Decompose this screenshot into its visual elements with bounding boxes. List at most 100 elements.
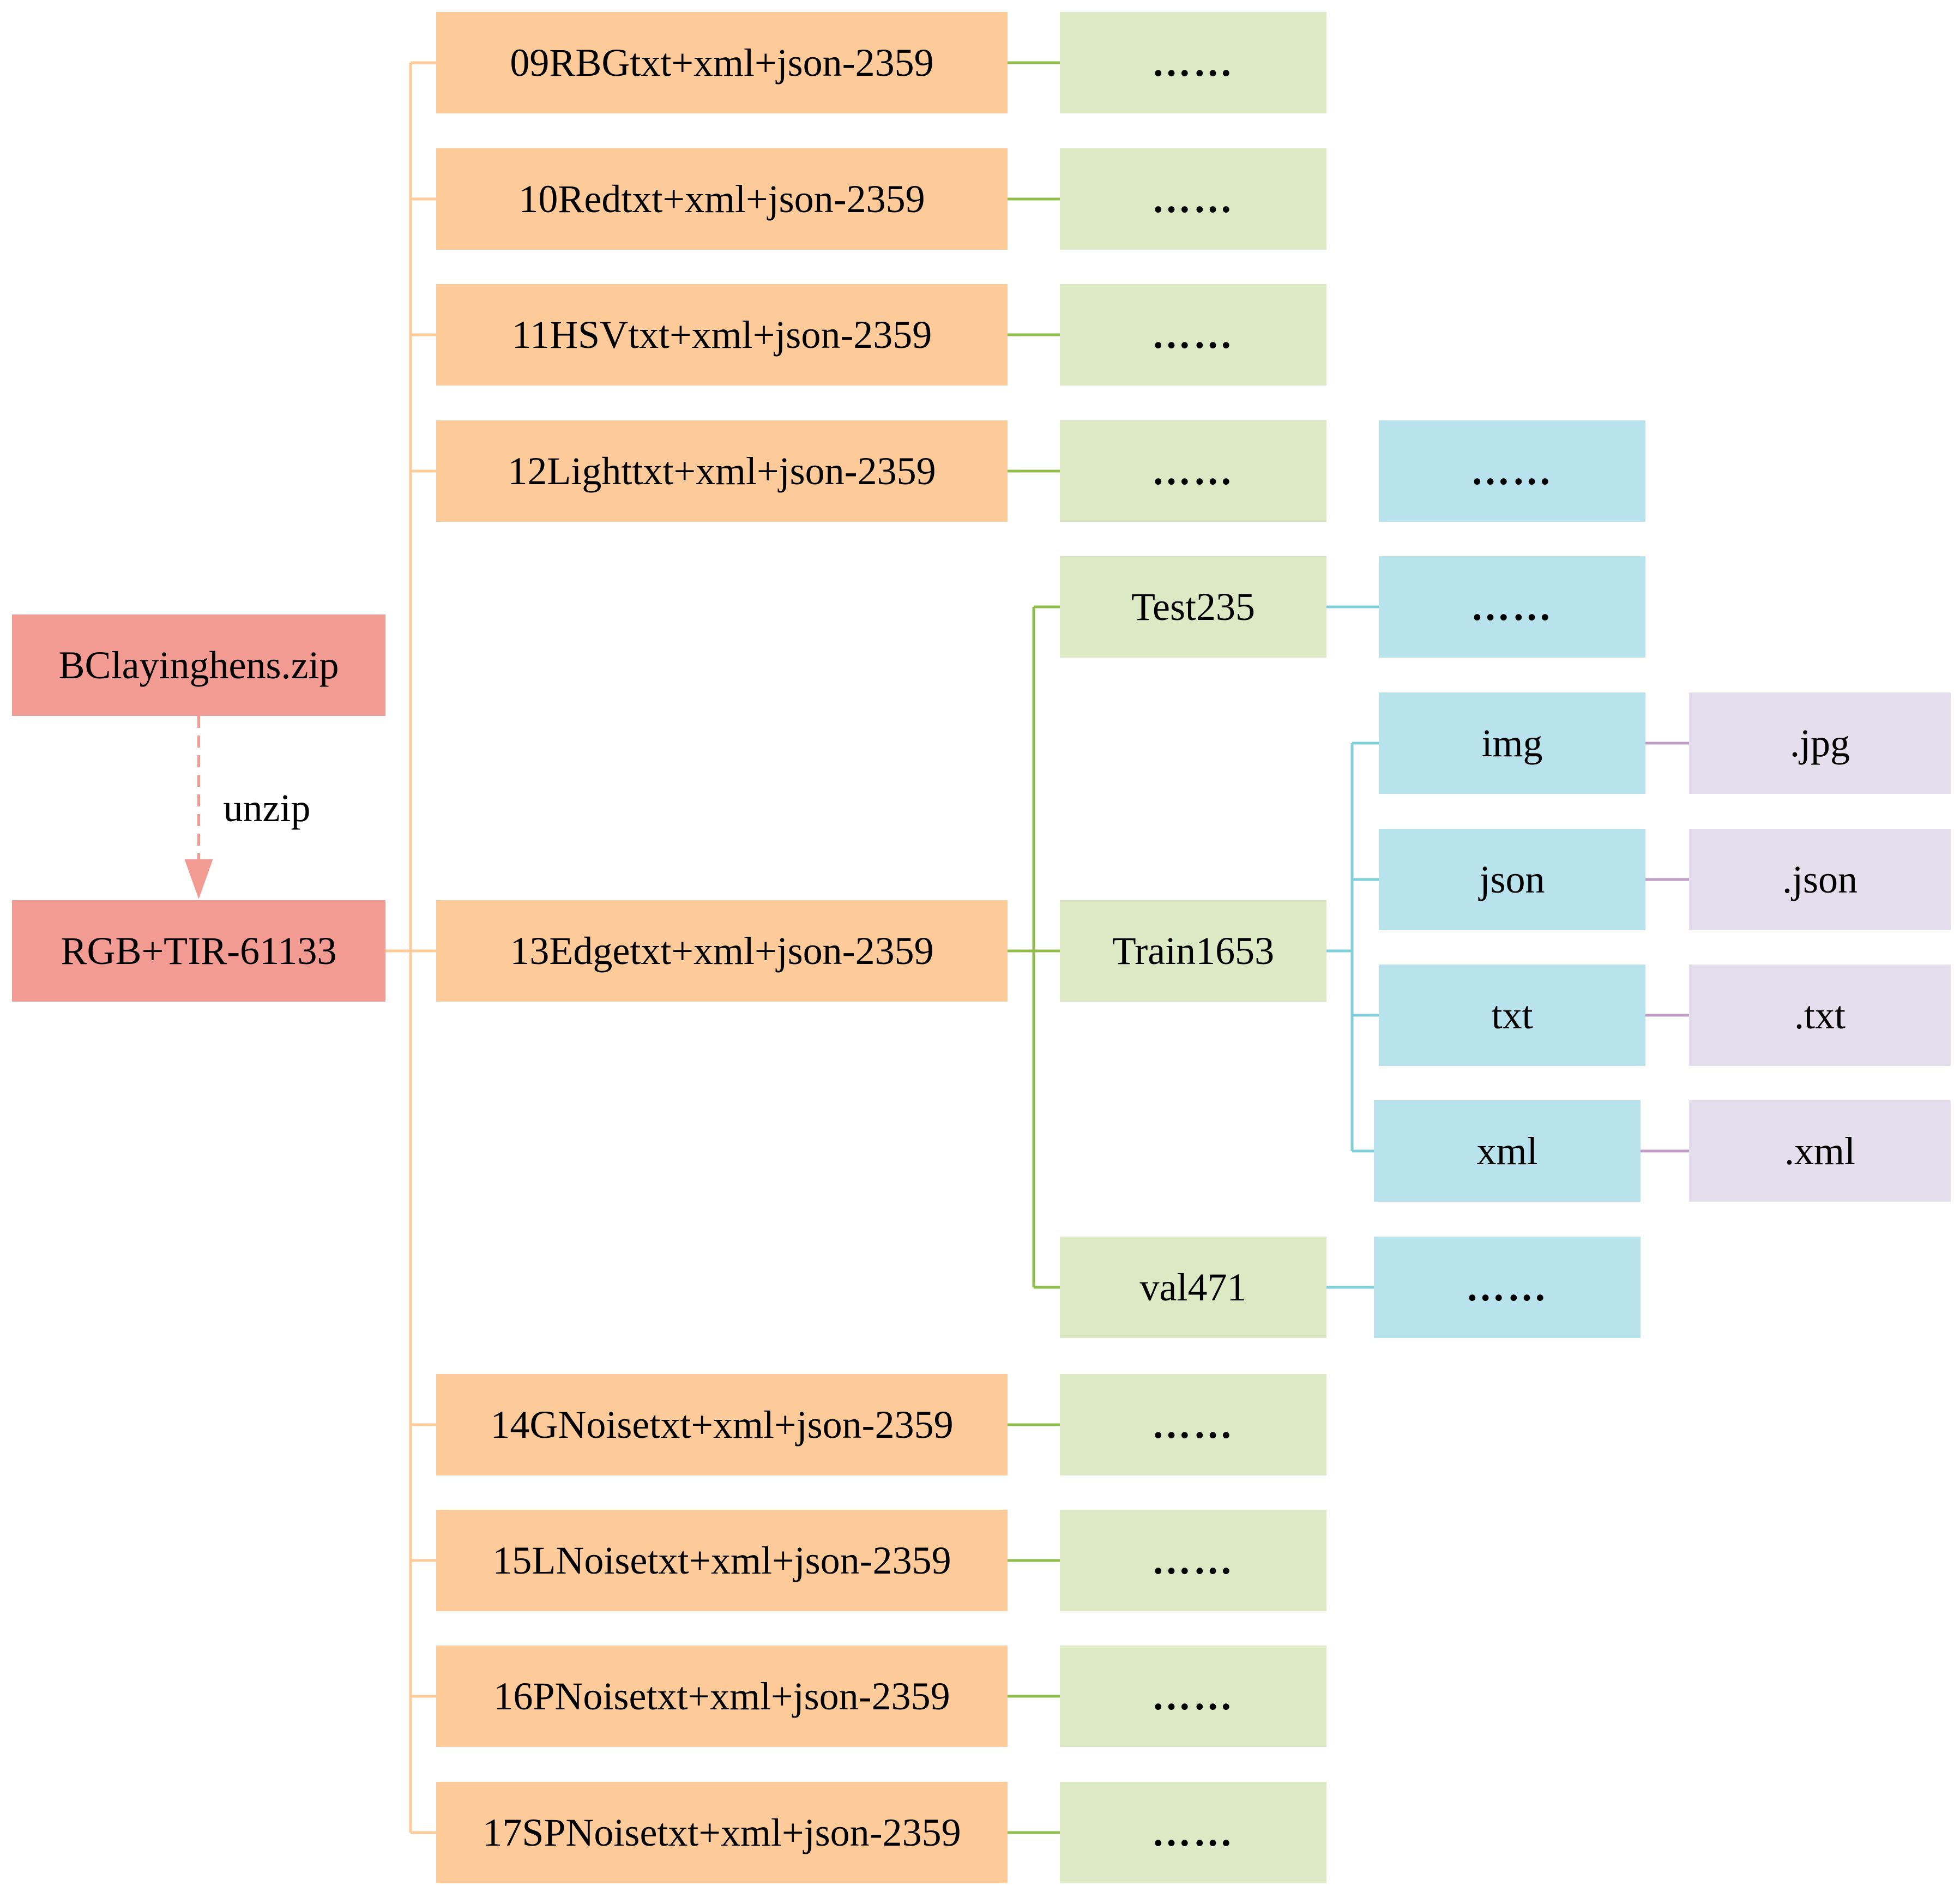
- collapsed-folder-ellipsis-bg: [1060, 1646, 1326, 1747]
- collapsed-folder-ellipsis: ……: [1060, 284, 1326, 385]
- subfolder-txt: txt: [1379, 965, 1645, 1066]
- collapsed-folder-ellipsis-bg: [1060, 284, 1326, 385]
- subfolder-xml-bg: [1374, 1100, 1641, 1202]
- folder-box-bg: [436, 420, 1008, 522]
- subfolder-txt-label: txt: [1491, 993, 1533, 1037]
- split-train-bg: [1060, 900, 1326, 1002]
- split-val-label: val471: [1140, 1266, 1247, 1309]
- folder-box-bg: [436, 284, 1008, 385]
- collapsed-folder-ellipsis-bg: [1060, 1782, 1326, 1883]
- subfolder-json: json: [1379, 829, 1645, 930]
- extension-txt: .txt: [1689, 965, 1951, 1066]
- val-ellipsis: ……: [1374, 1237, 1641, 1338]
- light-folder-ellipsis-bg: [1379, 420, 1645, 522]
- subfolder-json-label: json: [1477, 858, 1545, 901]
- folder-box: 15LNoisetxt+xml+json-2359: [436, 1510, 1008, 1611]
- collapsed-folder-ellipsis-label: ……: [1152, 313, 1235, 357]
- folder-box: 12Lighttxt+xml+json-2359: [436, 420, 1008, 522]
- split-test-label: Test235: [1131, 585, 1255, 629]
- collapsed-folder-ellipsis: ……: [1060, 420, 1326, 522]
- split-test-bg: [1060, 556, 1326, 658]
- extension-json: .json: [1689, 829, 1951, 930]
- extension-txt-label: .txt: [1794, 993, 1846, 1037]
- extension-img-bg: [1689, 692, 1951, 794]
- folder-box: 17SPNoisetxt+xml+json-2359: [436, 1782, 1008, 1883]
- extension-xml: .xml: [1689, 1100, 1951, 1202]
- collapsed-folder-ellipsis-label: ……: [1152, 1403, 1235, 1447]
- collapsed-folder-ellipsis-bg: [1060, 1510, 1326, 1611]
- folder-box-bg: [436, 1510, 1008, 1611]
- collapsed-folder-ellipsis-label: ……: [1152, 177, 1235, 221]
- folder-box-bg: [436, 148, 1008, 250]
- folder-box-label: 17SPNoisetxt+xml+json-2359: [483, 1811, 961, 1854]
- split-train-label: Train1653: [1112, 929, 1274, 973]
- split-train: Train1653: [1060, 900, 1326, 1002]
- test-ellipsis-bg: [1379, 556, 1645, 658]
- collapsed-folder-ellipsis: ……: [1060, 12, 1326, 113]
- folder-box-label: 13Edgetxt+xml+json-2359: [510, 929, 933, 973]
- dataset-box-bg: [12, 900, 385, 1002]
- unzip-label: unzip: [224, 786, 311, 830]
- folder-box-label: 15LNoisetxt+xml+json-2359: [492, 1539, 951, 1582]
- folder-box-bg: [436, 900, 1008, 1002]
- folder-box-label: 09RBGtxt+xml+json-2359: [510, 41, 933, 85]
- split-val-bg: [1060, 1237, 1326, 1338]
- folder-box: 10Redtxt+xml+json-2359: [436, 148, 1008, 250]
- subfolder-img-label: img: [1481, 721, 1542, 765]
- extension-json-bg: [1689, 829, 1951, 930]
- archive-box: BClayinghens.zip: [12, 614, 385, 716]
- folder-box: 16PNoisetxt+xml+json-2359: [436, 1646, 1008, 1747]
- subfolder-img-bg: [1379, 692, 1645, 794]
- val-ellipsis-label: ……: [1466, 1266, 1549, 1309]
- collapsed-folder-ellipsis: ……: [1060, 1374, 1326, 1475]
- collapsed-folder-ellipsis-label: ……: [1152, 1811, 1235, 1854]
- collapsed-folder-ellipsis: ……: [1060, 148, 1326, 250]
- extension-xml-label: .xml: [1784, 1129, 1855, 1173]
- test-ellipsis: ……: [1379, 556, 1645, 658]
- collapsed-folder-ellipsis-bg: [1060, 420, 1326, 522]
- archive-box-bg: [12, 614, 385, 716]
- split-val: val471: [1060, 1237, 1326, 1338]
- collapsed-folder-ellipsis-label: ……: [1152, 1539, 1235, 1582]
- collapsed-folder-ellipsis-label: ……: [1152, 1674, 1235, 1718]
- folder-box-label: 16PNoisetxt+xml+json-2359: [493, 1674, 950, 1718]
- extension-img: .jpg: [1689, 692, 1951, 794]
- subfolder-json-bg: [1379, 829, 1645, 930]
- extension-txt-bg: [1689, 965, 1951, 1066]
- folder-box-bg: [436, 1374, 1008, 1475]
- folder-box: 11HSVtxt+xml+json-2359: [436, 284, 1008, 385]
- folder-box-bg: [436, 1646, 1008, 1747]
- subfolder-txt-bg: [1379, 965, 1645, 1066]
- collapsed-folder-ellipsis-bg: [1060, 12, 1326, 113]
- subfolder-img: img: [1379, 692, 1645, 794]
- split-test: Test235: [1060, 556, 1326, 658]
- collapsed-folder-ellipsis-label: ……: [1152, 449, 1235, 493]
- archive-box-label: BClayinghens.zip: [59, 643, 339, 687]
- folder-box: 09RBGtxt+xml+json-2359: [436, 12, 1008, 113]
- folder-box: 14GNoisetxt+xml+json-2359: [436, 1374, 1008, 1475]
- val-ellipsis-bg: [1374, 1237, 1641, 1338]
- collapsed-folder-ellipsis: ……: [1060, 1510, 1326, 1611]
- collapsed-folder-ellipsis: ……: [1060, 1782, 1326, 1883]
- collapsed-folder-ellipsis: ……: [1060, 1646, 1326, 1747]
- test-ellipsis-label: ……: [1471, 585, 1554, 629]
- dataset-box-label: RGB+TIR-61133: [61, 929, 337, 973]
- collapsed-folder-ellipsis-bg: [1060, 148, 1326, 250]
- subfolder-xml-label: xml: [1476, 1129, 1537, 1173]
- light-folder-ellipsis: ……: [1379, 420, 1645, 522]
- folder-box-label: 12Lighttxt+xml+json-2359: [508, 449, 936, 493]
- folder-box-label: 11HSVtxt+xml+json-2359: [512, 313, 932, 357]
- extension-xml-bg: [1689, 1100, 1951, 1202]
- extension-img-label: .jpg: [1790, 721, 1850, 765]
- folder-box: 13Edgetxt+xml+json-2359: [436, 900, 1008, 1002]
- folder-box-bg: [436, 12, 1008, 113]
- folder-box-bg: [436, 1782, 1008, 1883]
- extension-json-label: .json: [1782, 858, 1858, 901]
- unzip-arrow-head: [184, 859, 213, 899]
- folder-box-label: 10Redtxt+xml+json-2359: [518, 177, 925, 221]
- dataset-box: RGB+TIR-61133: [12, 900, 385, 1002]
- collapsed-folder-ellipsis-label: ……: [1152, 41, 1235, 85]
- subfolder-xml: xml: [1374, 1100, 1641, 1202]
